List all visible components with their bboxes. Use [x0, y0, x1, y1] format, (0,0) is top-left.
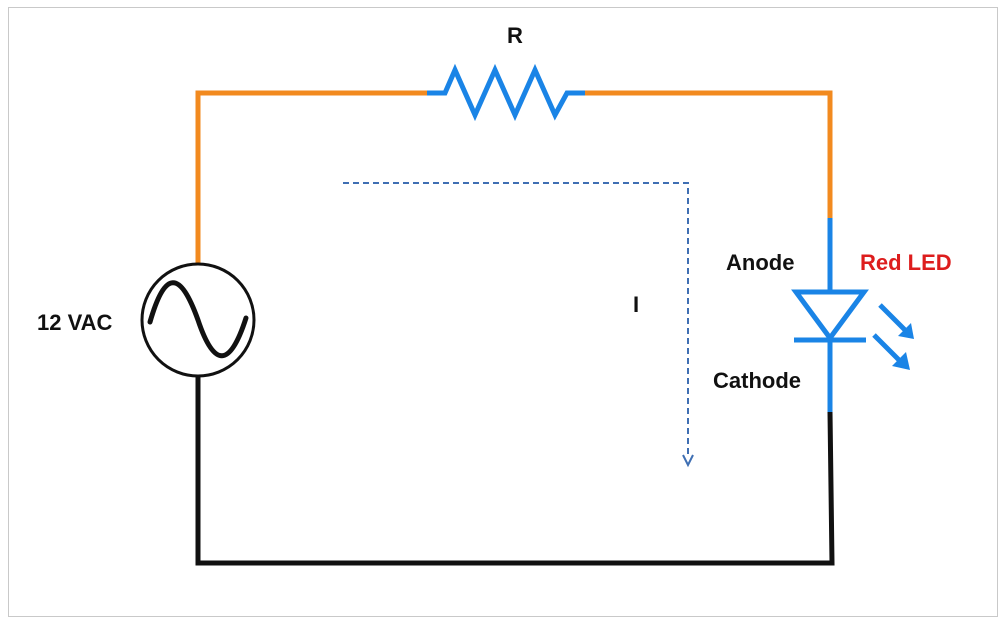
bottom-return-wire [195, 375, 835, 566]
cathode-label: Cathode [713, 368, 801, 393]
anode-label: Anode [726, 250, 795, 275]
top-left-wire [195, 90, 427, 266]
ac-source-icon [140, 262, 256, 378]
current-direction-arrow [343, 182, 694, 468]
led-diode-icon [791, 289, 869, 343]
resistor-icon [427, 63, 585, 122]
source-label: 12 VAC [37, 310, 113, 335]
current-label: I [633, 292, 640, 317]
led-label: Red LED [860, 250, 952, 275]
light-emission-arrows-icon [872, 303, 914, 370]
top-right-wire [585, 90, 833, 218]
resistor-label: R [507, 23, 523, 48]
